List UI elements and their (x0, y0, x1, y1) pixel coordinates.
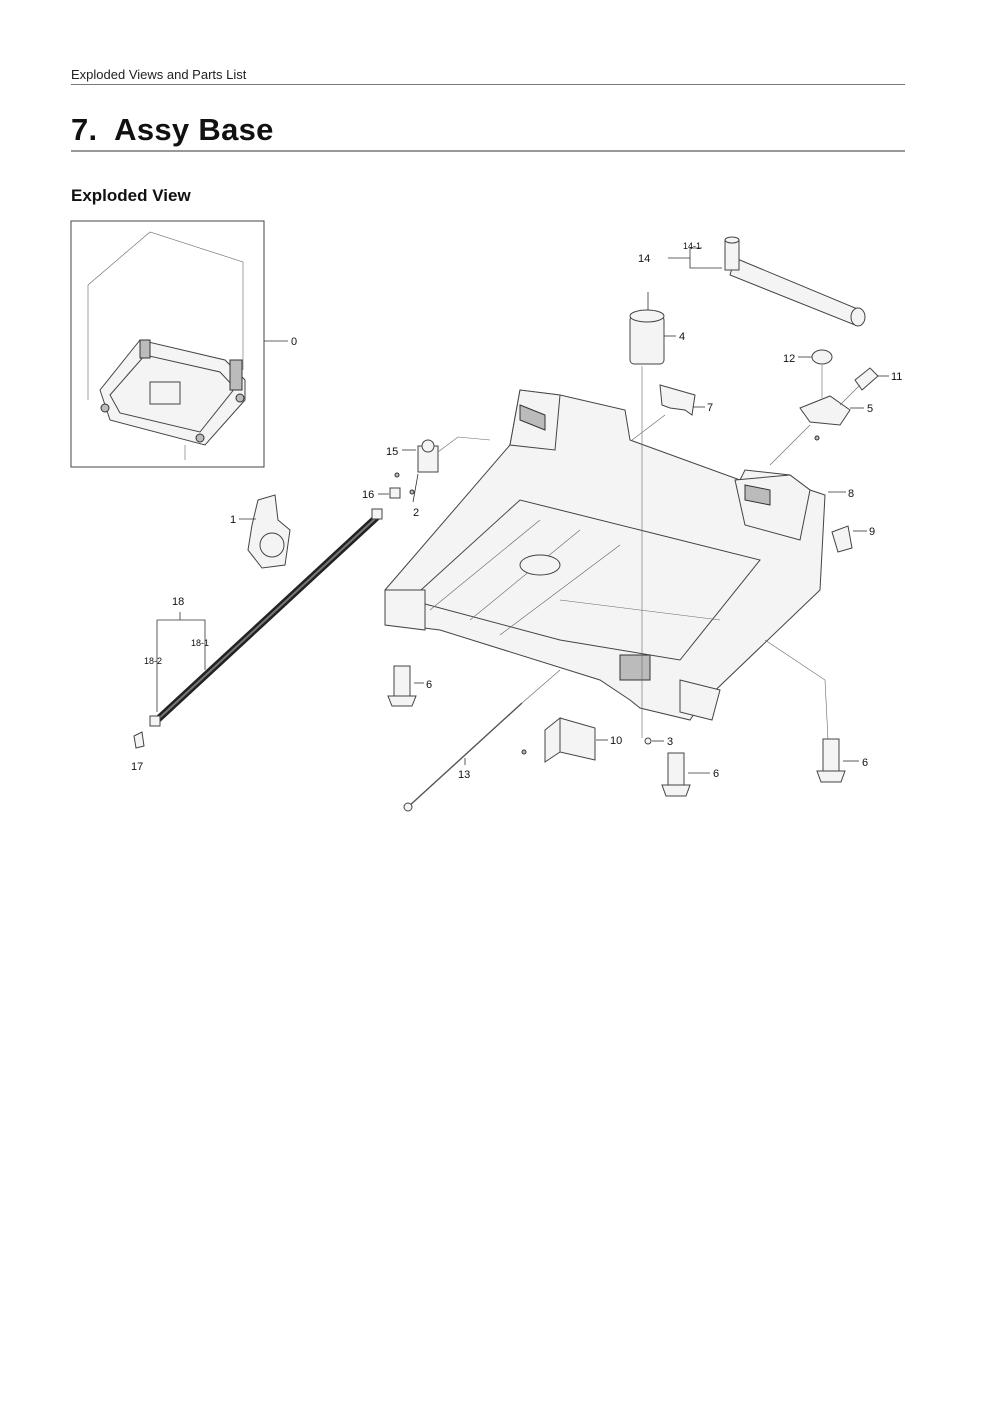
callout-12: 12 (783, 353, 795, 365)
running-head: Exploded Views and Parts List (71, 67, 247, 82)
callout-7: 7 (707, 402, 713, 414)
part-11: 11 (854, 367, 902, 391)
part-13-rod: 13 (403, 669, 561, 812)
callout-2: 2 (413, 507, 419, 519)
part-16: 16 (362, 487, 401, 501)
part-14-pipe: 14 14-1 (638, 236, 866, 327)
callout-5: 5 (867, 403, 873, 415)
callout-17: 17 (131, 761, 143, 773)
callout-18-1: 18-1 (191, 638, 209, 648)
callout-13: 13 (458, 769, 470, 781)
callout-15: 15 (386, 446, 398, 458)
part-1: 1 (230, 494, 291, 569)
callout-6-center: 6 (713, 768, 719, 780)
title-rule (71, 150, 905, 152)
callout-18-2: 18-2 (144, 656, 162, 666)
title-number: 7. (71, 112, 98, 147)
callout-14: 14 (638, 253, 650, 265)
page-title: 7. Assy Base (71, 112, 274, 148)
part-10: 10 (521, 716, 622, 763)
callout-14-1: 14-1 (683, 241, 701, 251)
callout-6-right: 6 (862, 757, 868, 769)
part-9: 9 (831, 525, 875, 553)
callout-11: 11 (891, 371, 902, 383)
part-7: 7 (631, 384, 713, 441)
callout-18: 18 (172, 596, 184, 608)
callout-6-left: 6 (426, 679, 432, 691)
part-4: 4 (629, 292, 685, 738)
inset-assembly: 0 (70, 220, 297, 468)
part-6-foot-center: 6 (661, 752, 719, 797)
part-6-foot-right: 6 (816, 738, 868, 783)
part-15-valve: 15 (386, 436, 491, 478)
part-18-hose: 18 18-1 18-2 (144, 508, 383, 727)
header-rule (71, 84, 905, 85)
callout-4: 4 (679, 331, 685, 343)
part-17: 17 (131, 731, 145, 773)
section-title: Exploded View (71, 186, 191, 205)
part-2: 2 (409, 473, 419, 519)
part-6-foot-left: 6 (387, 665, 432, 707)
part-12-gear: 12 (783, 349, 833, 365)
part-3: 3 (644, 736, 673, 748)
callout-8: 8 (848, 488, 854, 500)
title-text: Assy Base (114, 112, 274, 147)
callout-1: 1 (230, 514, 236, 526)
callout-3: 3 (667, 736, 673, 748)
callout-0: 0 (291, 336, 297, 348)
part-5: 5 (769, 365, 873, 466)
callout-9: 9 (869, 526, 875, 538)
callout-16: 16 (362, 489, 374, 501)
base-frame: 8 (384, 389, 854, 741)
callout-10: 10 (610, 735, 622, 747)
